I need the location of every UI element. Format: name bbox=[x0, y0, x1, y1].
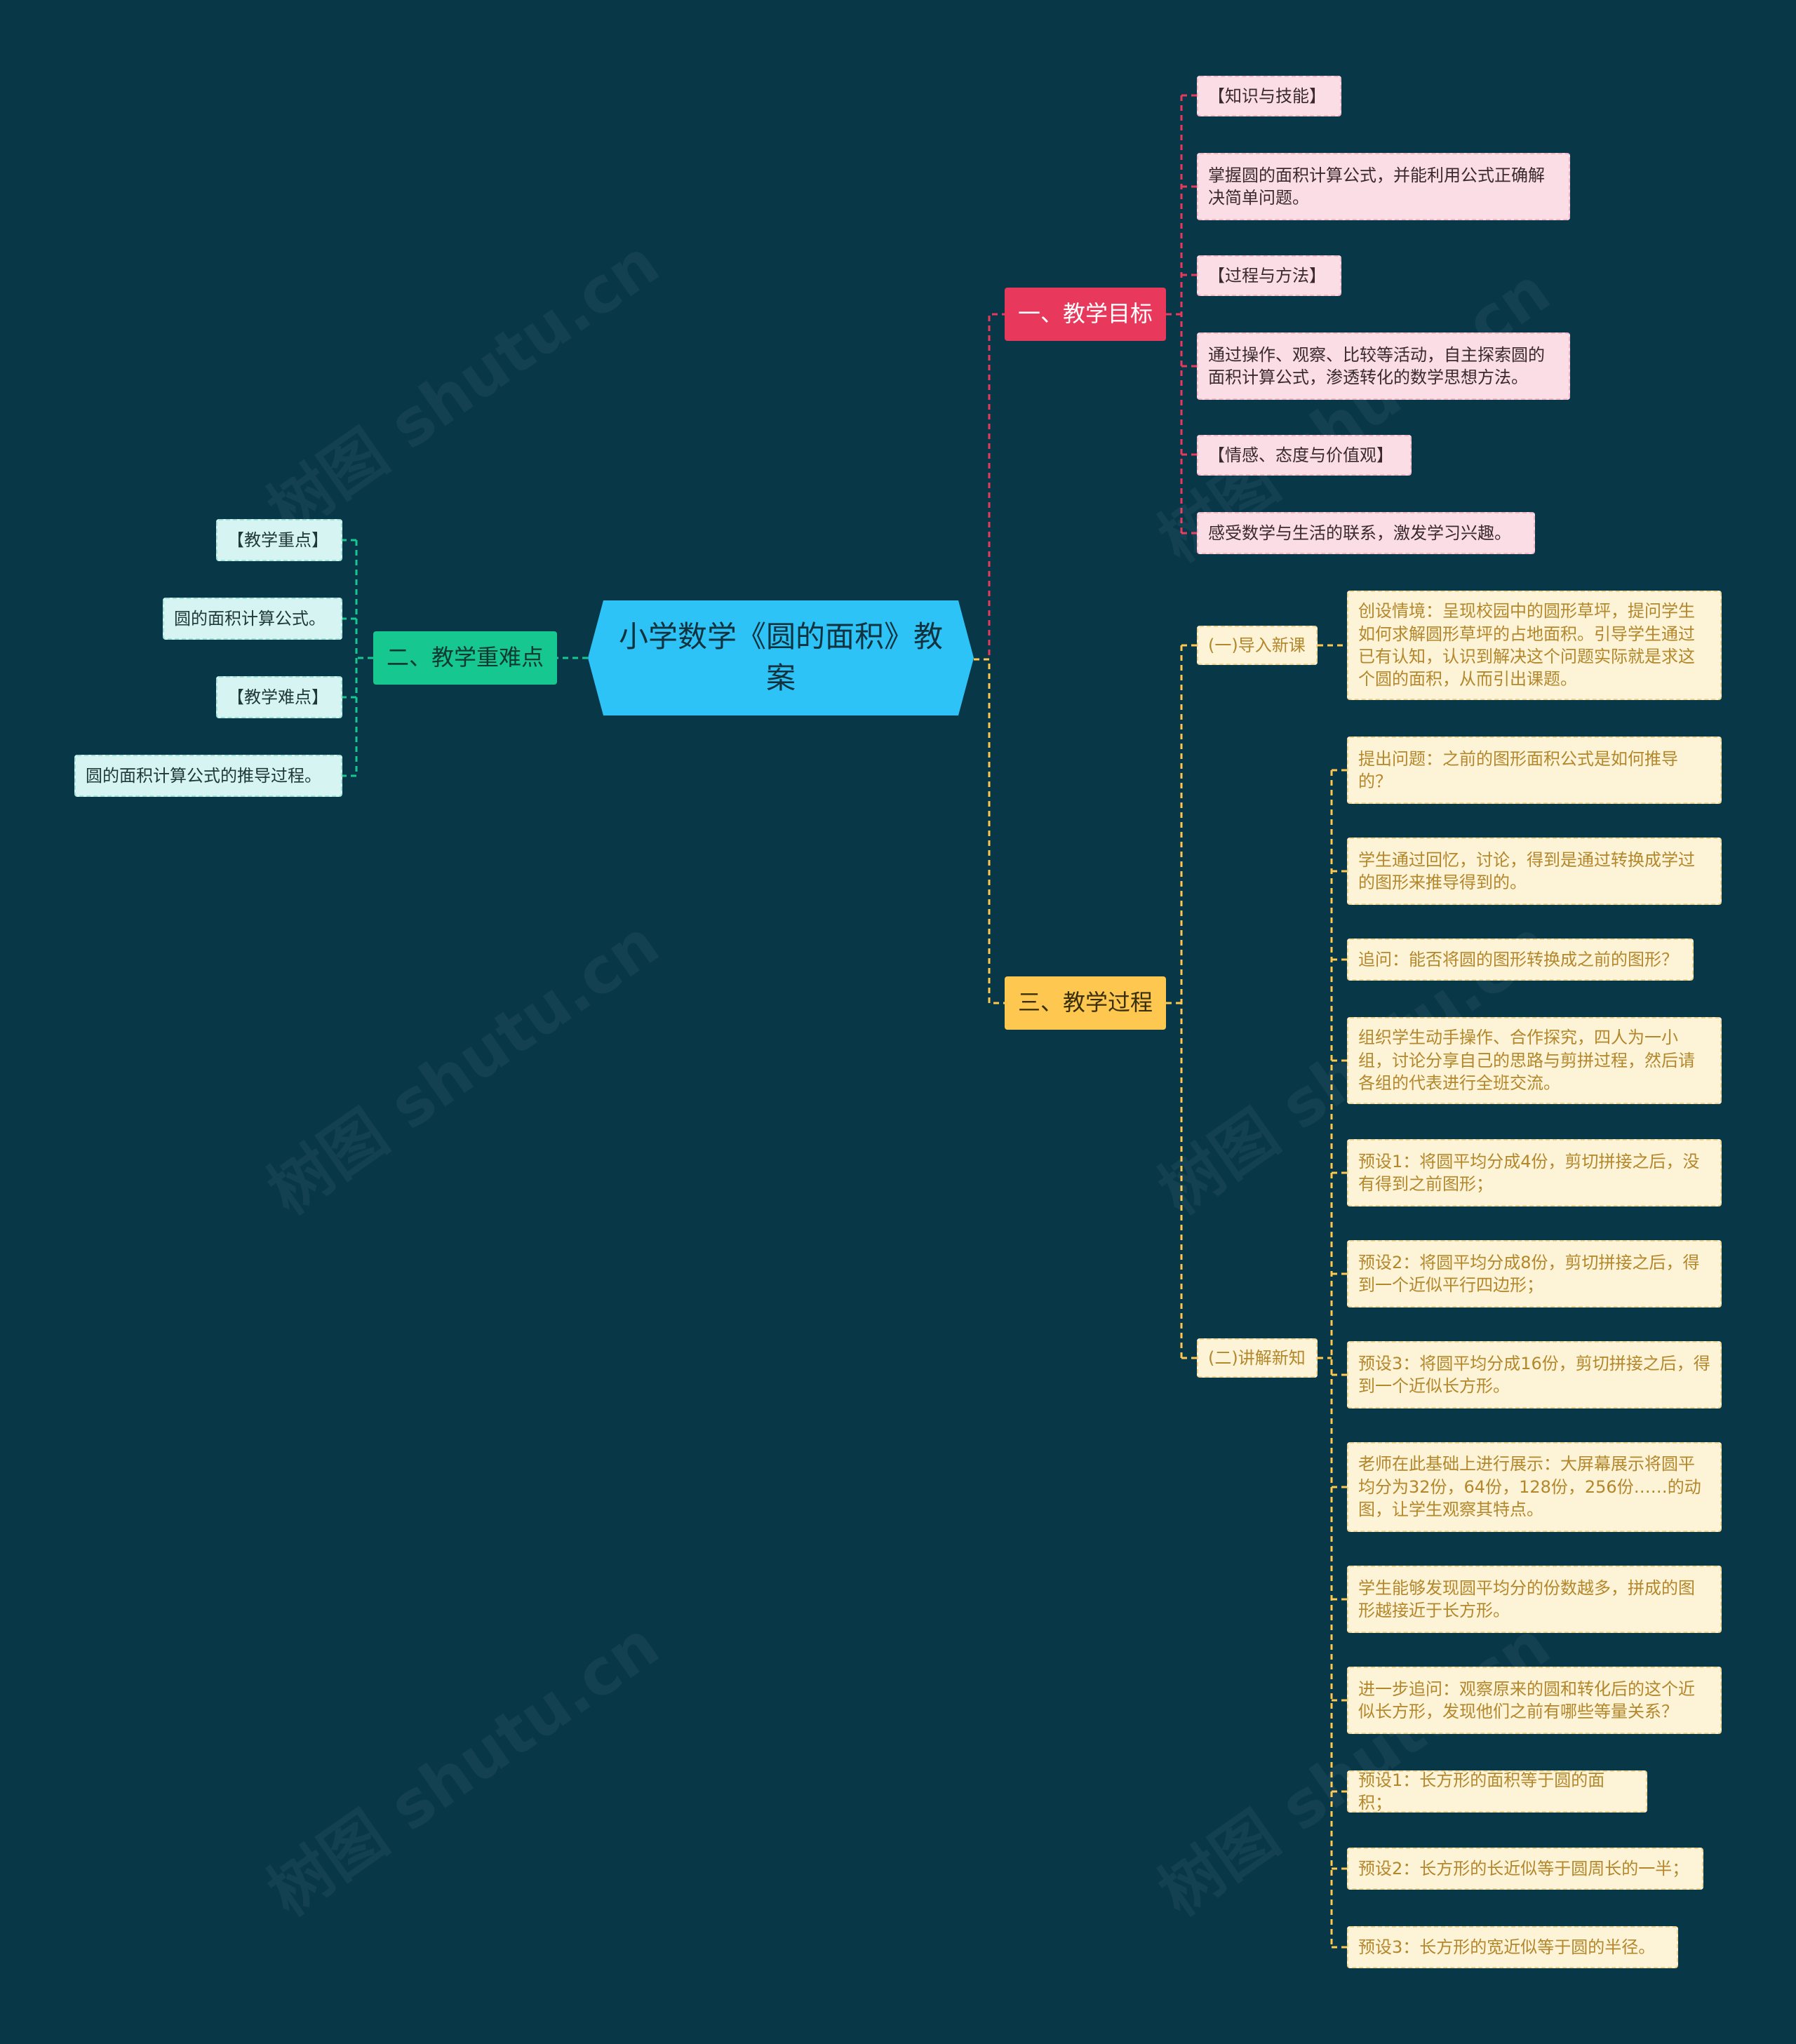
branch-teaching-goals[interactable]: 一、教学目标 bbox=[1005, 288, 1166, 341]
leaf-new-11[interactable]: 预设1：长方形的面积等于圆的面积； bbox=[1347, 1770, 1647, 1813]
leaf-text: 【过程与方法】 bbox=[1208, 265, 1326, 285]
leaf-text: (二)讲解新知 bbox=[1208, 1347, 1306, 1368]
leaf-text: 【教学难点】 bbox=[227, 687, 328, 707]
leaf-text: 学生通过回忆，讨论，得到是通过转换成学过的图形来推导得到的。 bbox=[1358, 849, 1695, 892]
leaf-new-13[interactable]: 预设3：长方形的宽近似等于圆的半径。 bbox=[1347, 1926, 1678, 1968]
leaf-text: 进一步追问：观察原来的圆和转化后的这个近似长方形，发现他们之前有哪些等量关系？ bbox=[1358, 1679, 1695, 1721]
leaf-text: 【教学重点】 bbox=[227, 530, 328, 550]
sub-branch-new-knowledge[interactable]: (二)讲解新知 bbox=[1197, 1338, 1318, 1378]
branch-teaching-process[interactable]: 三、教学过程 bbox=[1005, 976, 1166, 1030]
leaf-new-7[interactable]: 预设3：将圆平均分成16份，剪切拼接之后，得到一个近似长方形。 bbox=[1347, 1341, 1722, 1408]
leaf-new-10[interactable]: 进一步追问：观察原来的圆和转化后的这个近似长方形，发现他们之前有哪些等量关系？ bbox=[1347, 1667, 1722, 1734]
leaf-text: 预设1：将圆平均分成4份，剪切拼接之后，没有得到之前图形； bbox=[1358, 1151, 1700, 1194]
leaf-text: 老师在此基础上进行展示：大屏幕展示将圆平均分为32份，64份，128份，256份… bbox=[1358, 1454, 1701, 1520]
leaf-text: 组织学生动手操作、合作探究，四人为一小组，讨论分享自己的思路与剪拼过程，然后请各… bbox=[1358, 1028, 1695, 1094]
leaf-new-4[interactable]: 组织学生动手操作、合作探究，四人为一小组，讨论分享自己的思路与剪拼过程，然后请各… bbox=[1347, 1017, 1722, 1104]
leaf-text: 预设1：长方形的面积等于圆的面积； bbox=[1358, 1770, 1605, 1813]
leaf-text: 掌握圆的面积计算公式，并能利用公式正确解决简单问题。 bbox=[1208, 165, 1545, 208]
leaf-new-6[interactable]: 预设2：将圆平均分成8份，剪切拼接之后，得到一个近似平行四边形； bbox=[1347, 1240, 1722, 1307]
branch-key-difficult-points[interactable]: 二、教学重难点 bbox=[373, 631, 557, 685]
leaf-new-1[interactable]: 提出问题：之前的图形面积公式是如何推导的？ bbox=[1347, 737, 1722, 804]
leaf-text: 创设情境：呈现校园中的圆形草坪，提问学生如何求解圆形草坪的占地面积。引导学生通过… bbox=[1358, 601, 1695, 690]
root-node[interactable]: 小学数学《圆的面积》教案 bbox=[588, 600, 974, 715]
leaf-intro-scenario[interactable]: 创设情境：呈现校园中的圆形草坪，提问学生如何求解圆形草坪的占地面积。引导学生通过… bbox=[1347, 591, 1722, 700]
leaf-text: 预设3：将圆平均分成16份，剪切拼接之后，得到一个近似长方形。 bbox=[1358, 1353, 1710, 1396]
leaf-text: 圆的面积计算公式的推导过程。 bbox=[86, 765, 321, 786]
leaf-text: 圆的面积计算公式。 bbox=[174, 608, 326, 628]
leaf-process-method[interactable]: 【过程与方法】 bbox=[1197, 255, 1341, 296]
branch-label: 一、教学目标 bbox=[1017, 300, 1153, 328]
leaf-process-detail[interactable]: 通过操作、观察、比较等活动，自主探索圆的面积计算公式，渗透转化的数学思想方法。 bbox=[1197, 332, 1570, 400]
leaf-text: 通过操作、观察、比较等活动，自主探索圆的面积计算公式，渗透转化的数学思想方法。 bbox=[1208, 344, 1545, 387]
leaf-text: 【情感、态度与价值观】 bbox=[1208, 445, 1393, 465]
leaf-key-point-title[interactable]: 【教学重点】 bbox=[216, 519, 342, 561]
leaf-new-9[interactable]: 学生能够发现圆平均分的份数越多，拼成的图形越接近于长方形。 bbox=[1347, 1566, 1722, 1633]
leaf-text: 追问：能否将圆的图形转换成之前的图形？ bbox=[1358, 949, 1678, 969]
leaf-emotion-values[interactable]: 【情感、态度与价值观】 bbox=[1197, 435, 1412, 476]
leaf-difficult-point-detail[interactable]: 圆的面积计算公式的推导过程。 bbox=[74, 755, 342, 797]
leaf-difficult-point-title[interactable]: 【教学难点】 bbox=[216, 676, 342, 718]
leaf-new-12[interactable]: 预设2：长方形的长近似等于圆周长的一半； bbox=[1347, 1848, 1703, 1890]
leaf-knowledge-detail[interactable]: 掌握圆的面积计算公式，并能利用公式正确解决简单问题。 bbox=[1197, 153, 1570, 220]
leaf-text: 学生能够发现圆平均分的份数越多，拼成的图形越接近于长方形。 bbox=[1358, 1578, 1695, 1620]
leaf-new-2[interactable]: 学生通过回忆，讨论，得到是通过转换成学过的图形来推导得到的。 bbox=[1347, 838, 1722, 905]
leaf-text: 预设3：长方形的宽近似等于圆的半径。 bbox=[1358, 1937, 1656, 1957]
leaf-knowledge-skills[interactable]: 【知识与技能】 bbox=[1197, 76, 1341, 116]
branch-label: 三、教学过程 bbox=[1017, 989, 1153, 1016]
leaf-text: 预设2：将圆平均分成8份，剪切拼接之后，得到一个近似平行四边形； bbox=[1358, 1252, 1700, 1295]
leaf-text: 感受数学与生活的联系，激发学习兴趣。 bbox=[1208, 523, 1511, 543]
branch-label: 二、教学重难点 bbox=[386, 644, 544, 671]
leaf-new-3[interactable]: 追问：能否将圆的图形转换成之前的图形？ bbox=[1347, 939, 1694, 981]
leaf-new-8[interactable]: 老师在此基础上进行展示：大屏幕展示将圆平均分为32份，64份，128份，256份… bbox=[1347, 1442, 1722, 1532]
leaf-key-point-detail[interactable]: 圆的面积计算公式。 bbox=[163, 598, 342, 640]
leaf-text: 预设2：长方形的长近似等于圆周长的一半； bbox=[1358, 1858, 1689, 1878]
sub-branch-introduction[interactable]: (一)导入新课 bbox=[1197, 626, 1318, 665]
leaf-text: 提出问题：之前的图形面积公式是如何推导的？ bbox=[1358, 748, 1678, 791]
root-label: 小学数学《圆的面积》教案 bbox=[618, 619, 943, 695]
leaf-text: (一)导入新课 bbox=[1208, 635, 1306, 655]
leaf-text: 【知识与技能】 bbox=[1208, 86, 1326, 106]
leaf-new-5[interactable]: 预设1：将圆平均分成4份，剪切拼接之后，没有得到之前图形； bbox=[1347, 1139, 1722, 1206]
leaf-emotion-detail[interactable]: 感受数学与生活的联系，激发学习兴趣。 bbox=[1197, 512, 1535, 554]
